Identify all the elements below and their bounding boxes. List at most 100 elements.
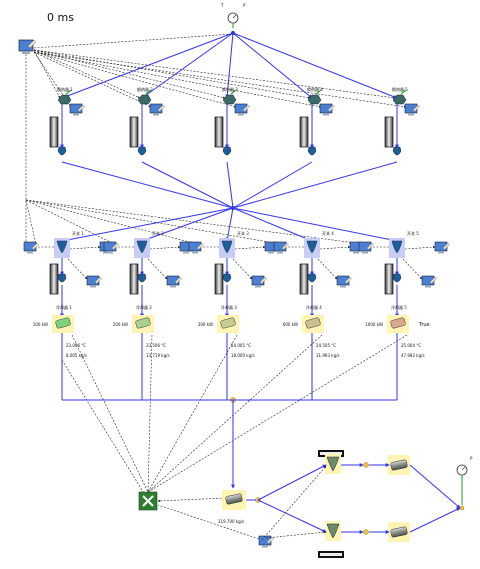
heat-exchanger-icon [384,263,394,295]
signal-line [404,245,436,250]
heater-tag: 换热器 3 [222,86,238,92]
power-label: 600 kW [283,322,298,327]
pipe-icon [135,317,151,329]
signal-line [33,51,152,108]
cooler-tag: 冷却器 4 [306,304,322,310]
cooler-left-monitor[interactable] [273,241,289,254]
signal-line [147,258,168,280]
pipe-icon [390,317,406,329]
cooler-monitor[interactable] [86,275,102,288]
flow-line [257,499,327,533]
temperature-label: 24.005 °C [231,343,251,348]
cooler-monitor[interactable] [166,275,182,288]
heater-monitor[interactable] [404,103,420,116]
cooler-left-monitor[interactable] [103,241,119,254]
flow-lines [60,31,399,489]
heat-exchanger-icon [384,116,394,148]
heat-exchanger-icon [214,263,224,295]
signal-lines [25,33,436,541]
flow-line [141,161,234,209]
heater-monitor[interactable] [234,103,250,116]
flow-line [61,207,234,243]
flow-line [232,32,398,99]
heater-unit[interactable]: 换热器 1 [57,86,73,105]
signal-line [25,199,37,246]
heater-tag: 换热器 5 [392,86,408,92]
flow-line [232,161,313,209]
signal-line [265,531,327,539]
cone-valve-icon [222,273,232,283]
cooler-left-monitor[interactable] [358,241,374,254]
cone-valve-icon [307,273,317,283]
signal-line [25,199,372,246]
data-logger[interactable] [138,491,158,511]
temperature-label: 24.505 °C [316,343,336,348]
cooler-monitor[interactable] [336,275,352,288]
cone-valve-icon [391,240,403,254]
heater-unit[interactable]: 换热器 4 [307,86,323,105]
inlet-gauge[interactable]: T P [220,3,246,28]
signal-line [147,334,153,493]
elapsed-time: 0 ms [47,11,74,24]
collector-monitor[interactable] [258,535,274,548]
power-label: 300 kW [198,322,213,327]
signal-line [157,497,226,503]
heat-exchanger-icon [49,116,59,148]
signal-line [147,334,408,493]
pipe-icon [390,459,408,471]
signal-line [25,199,117,246]
master-controller[interactable] [18,39,37,54]
flow-line [61,32,234,99]
cooler-left-monitor[interactable] [23,241,39,254]
signal-line [25,199,287,246]
signal-line [149,245,181,250]
valve-icon [222,94,237,105]
cone-valve-icon [326,523,340,539]
flow-label: 47.982 kg/s [401,353,425,358]
cone-valve-icon [306,240,318,254]
flow-label: 13.719 kg/s [146,353,170,358]
signal-line [71,334,149,493]
flow-line [409,464,461,509]
heater-monitor[interactable] [319,103,335,116]
outlet-gauge[interactable]: P [456,456,473,511]
heater-tag: 换热器 2 [137,86,153,92]
heater-tag: 换热器 1 [57,86,73,92]
signal-line [261,465,327,541]
collector-section: 119.700 kg/s P [138,450,473,558]
heat-exchanger-icon [299,116,309,148]
cooler-right-monitor[interactable] [434,241,450,254]
flow-label: 31.993 kg/s [316,353,340,358]
cone-valve-icon [57,273,67,283]
inlet-temp-label: T [220,3,224,8]
heater-monitor[interactable] [69,103,85,116]
cooler-monitor[interactable] [421,275,437,288]
cone-valve-icon [137,273,147,283]
cone-valve-icon [221,240,233,254]
cone-valve-icon [222,146,232,156]
inlet-pressure-label: P [243,3,246,8]
flow-label: 18.000 kg/s [231,353,255,358]
heater-unit[interactable]: 换热器 3 [222,86,238,105]
status-label: True [418,322,430,328]
switch-tag: 开关 3 [237,230,249,236]
heater-monitor[interactable] [149,103,165,116]
cooler-monitor[interactable] [251,275,267,288]
heater-unit[interactable]: 换热器 5 [392,86,408,105]
heater-unit[interactable]: 换热器 2 [137,86,153,105]
collector-flow-label: 119.700 kg/s [218,519,244,524]
switch-tag: 开关 2 [152,230,164,236]
outlet-pressure-label: P [470,456,473,461]
flow-line [232,161,398,209]
signal-line [33,49,396,99]
cooler-left-monitor[interactable] [188,241,204,254]
cone-valve-icon [57,146,67,156]
cooler-tag: 冷却器 2 [136,304,152,310]
